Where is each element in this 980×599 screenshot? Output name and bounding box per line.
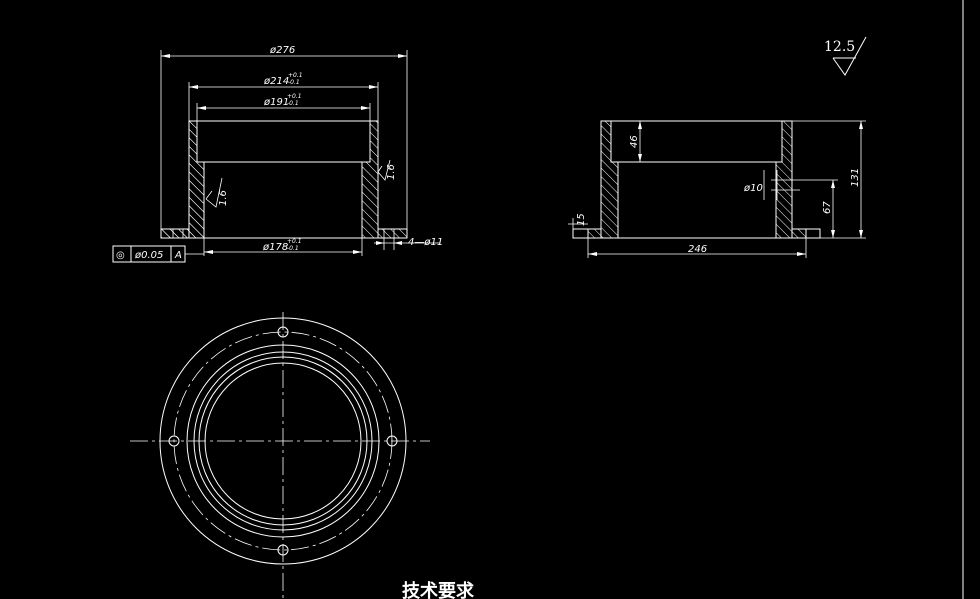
dim-hole: ø10 xyxy=(743,183,763,194)
side-left-flange xyxy=(587,228,602,239)
dim-bore2-tol-lower: -0.1 xyxy=(287,100,299,107)
tech-requirements-title: 技术要求 xyxy=(402,580,475,599)
side-left-wall xyxy=(600,120,619,239)
dim-bore1-diameter: ø214 xyxy=(263,76,289,87)
bolt-hole-left xyxy=(168,435,180,447)
side-right-flange xyxy=(791,228,807,239)
general-roughness-symbol: 12.5 xyxy=(824,36,867,76)
top-view xyxy=(130,312,430,599)
dim-width: 246 xyxy=(688,244,707,255)
dim-base-diameter: ø178 xyxy=(262,242,288,253)
roughness-value: 12.5 xyxy=(824,39,855,55)
side-view: 46 131 67 ø10 15 246 xyxy=(568,120,866,258)
dim-flange: 15 xyxy=(576,213,587,226)
tolerance-datum: A xyxy=(174,250,182,261)
tolerance-symbol: ◎ xyxy=(116,250,125,261)
dim-base-tol-lower: -0.1 xyxy=(287,245,299,252)
dim-base-tol-upper: +0.1 xyxy=(287,238,302,245)
tolerance-value: ø0.05 xyxy=(134,250,163,261)
dim-bore2-tol-upper: +0.1 xyxy=(287,93,302,100)
svg-text:1.6: 1.6 xyxy=(218,190,229,206)
dim-bore1-tol-upper: +0.1 xyxy=(288,72,303,79)
front-left-flange xyxy=(160,228,190,239)
dim-bore2-diameter: ø191 xyxy=(263,97,289,108)
front-view: ø276 ø214 +0.1 -0.1 ø191 +0.1 -0.1 ø178 … xyxy=(112,45,443,263)
dim-hole-height: 67 xyxy=(822,201,833,214)
bolt-hole-right xyxy=(386,435,398,447)
side-right-wall xyxy=(775,120,793,239)
roughness-left-mark: 1.6 xyxy=(205,177,229,208)
bolt-hole-bottom xyxy=(277,544,289,556)
dim-bore1-tol-lower: -0.1 xyxy=(288,79,300,86)
dim-holes: 4—ø11 xyxy=(408,237,443,248)
bolt-hole-top xyxy=(277,326,289,338)
dim-outer-diameter: ø276 xyxy=(269,45,295,56)
dim-total-height: 131 xyxy=(850,168,861,187)
tolerance-frame: ◎ ø0.05 A xyxy=(112,245,204,263)
dim-depth: 46 xyxy=(629,135,640,148)
front-right-flange xyxy=(377,228,408,239)
svg-text:1.6: 1.6 xyxy=(386,164,397,180)
roughness-right-mark: 1.6 xyxy=(377,159,397,181)
